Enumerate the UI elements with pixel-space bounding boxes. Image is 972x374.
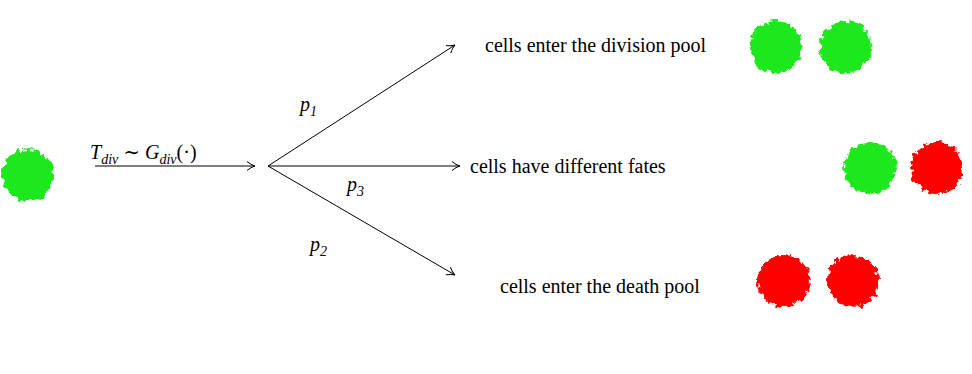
- label-text: cells enter the death pool: [500, 275, 700, 297]
- subscript: 1: [310, 104, 317, 119]
- green-cell: [820, 21, 872, 73]
- outcome-text: cells enter the division pool: [485, 33, 706, 57]
- math-symbol: G: [145, 141, 159, 163]
- cells: [2, 21, 963, 307]
- subscript: div: [101, 152, 118, 167]
- branch-arrow: [268, 166, 455, 275]
- branch-arrow: [268, 166, 460, 167]
- subscript: div: [159, 152, 176, 167]
- label-text: cells have different fates: [470, 155, 666, 177]
- math-symbol: T: [90, 141, 101, 163]
- probability-label: p3: [347, 172, 364, 204]
- red-cell: [911, 142, 963, 194]
- math-symbol: p: [310, 233, 320, 255]
- division-time-label: Tdiv∼Gdiv(·): [90, 140, 197, 172]
- red-cell: [827, 255, 879, 307]
- probability-label: p2: [310, 232, 327, 264]
- green-cell: [844, 142, 896, 194]
- branch-arrow: [268, 45, 455, 166]
- green-cell: [750, 21, 802, 73]
- label-text: ∼: [123, 141, 140, 163]
- label-text: (·): [177, 141, 197, 163]
- math-symbol: p: [300, 93, 310, 115]
- green-cell: [2, 149, 54, 201]
- subscript: 2: [320, 244, 327, 259]
- subscript: 3: [357, 184, 364, 199]
- red-cell: [758, 255, 810, 307]
- label-text: cells enter the division pool: [485, 34, 706, 56]
- outcome-text: cells enter the death pool: [500, 274, 700, 298]
- math-symbol: p: [347, 173, 357, 195]
- outcome-text: cells have different fates: [470, 154, 666, 178]
- probability-label: p1: [300, 92, 317, 124]
